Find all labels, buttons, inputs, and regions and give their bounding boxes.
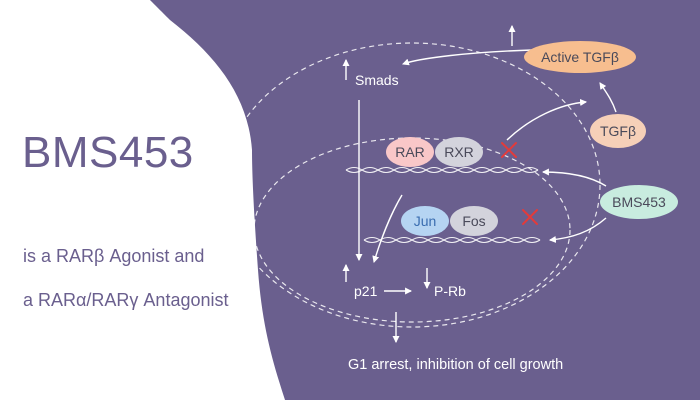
arrow-bms-to-fos [548, 217, 607, 243]
arrow-rxr-to-tgfb [506, 98, 588, 141]
subtitle-line-1: is a RARβ Agonist and [23, 246, 205, 266]
p21-label: p21 [354, 283, 378, 299]
arrows [342, 24, 617, 344]
rar-label: RAR [395, 144, 425, 160]
smads-label: Smads [355, 72, 399, 88]
arrow-rar-to-p21 [372, 194, 403, 264]
rxr-label: RXR [444, 144, 474, 160]
cell-outline [223, 42, 601, 328]
arrow-bms-to-rxr [541, 168, 607, 187]
arrow-tgfb-to-active [599, 82, 617, 113]
fos-label: Fos [462, 213, 485, 229]
jun-node: Jun [401, 206, 449, 236]
tgfb-label: TGFβ [600, 123, 636, 139]
outcome-label: G1 arrest, inhibition of cell growth [348, 357, 563, 373]
rxr-node: RXR [435, 137, 483, 167]
dna-strand-2 [363, 236, 541, 244]
active-tgfb-node: Active TGFβ [524, 41, 636, 73]
fos-node: Fos [450, 206, 498, 236]
subtitle-line-2: a RARα/RARγ Antagonist [23, 290, 229, 310]
dna-strand-1 [345, 166, 539, 174]
tgfb-node: TGFβ [590, 114, 646, 148]
inhibit-mark-1 [501, 142, 517, 158]
inhibit-mark-2 [522, 209, 538, 225]
rar-node: RAR [386, 137, 434, 167]
active-tgfb-label: Active TGFβ [541, 49, 619, 65]
bms453-label: BMS453 [612, 194, 666, 210]
arrow-active-to-smads [402, 49, 533, 66]
jun-label: Jun [414, 213, 437, 229]
bms453-node: BMS453 [600, 185, 678, 219]
prb-label: P-Rb [434, 283, 466, 299]
page-title: BMS453 [22, 128, 194, 177]
